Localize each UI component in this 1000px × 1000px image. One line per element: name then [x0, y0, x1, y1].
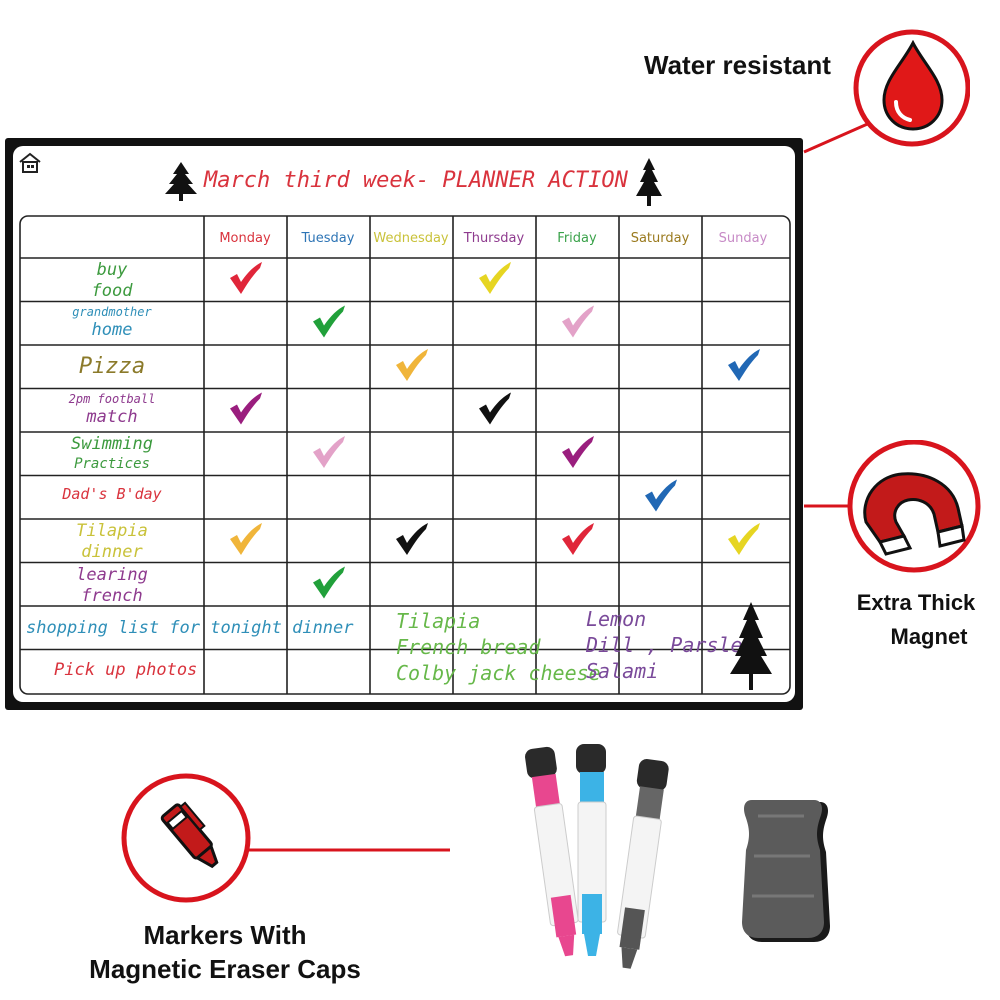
grey-marker: [617, 759, 669, 969]
check-mark: [562, 305, 594, 338]
row-label-line: home: [91, 319, 133, 340]
tree-icon: [728, 600, 774, 692]
markers-label-line1: Markers With: [143, 920, 307, 950]
row-label-line: match: [86, 406, 138, 427]
blue-marker: [576, 744, 607, 956]
row-label-line: dinner: [81, 542, 143, 562]
day-header-friday: Friday: [557, 231, 597, 246]
eraser-illustration: [742, 800, 830, 942]
list-item: Dill , Parsley: [586, 633, 755, 657]
check-mark: [396, 523, 428, 555]
row-label: Pizza: [78, 354, 146, 379]
marker-pens-illustration: [525, 744, 669, 969]
check-mark: [313, 566, 345, 599]
row-label-line: food: [91, 281, 133, 301]
check-mark: [230, 392, 262, 425]
check-mark: [728, 523, 760, 555]
pickup-label: Pick up photos: [54, 660, 198, 680]
check-mark: [728, 349, 760, 381]
row-label-line: 2pm football: [68, 391, 156, 406]
magnet-icon: [862, 470, 966, 558]
magnet-label-line1: Extra Thick: [856, 590, 976, 615]
shopping-list-purple: Lemon Dill , Parsley Salami: [586, 606, 755, 684]
list-item: Salami: [586, 659, 659, 683]
row-label-line: grandmother: [72, 304, 152, 319]
markers-label: Markers With Magnetic Eraser Caps: [40, 918, 410, 986]
check-mark: [313, 436, 345, 468]
shopping-list-green: Tilapia French bread Colby jack cheese: [396, 608, 601, 686]
tree-icon: [163, 160, 199, 202]
row-label-line: learing: [76, 564, 148, 585]
markers-label-line2: Magnetic Eraser Caps: [89, 954, 361, 984]
check-mark: [396, 349, 428, 381]
row-label-line: Practices: [74, 456, 150, 472]
list-item: Colby jack cheese: [396, 661, 601, 685]
marker-icon: [150, 790, 240, 880]
day-header-saturday: Saturday: [630, 231, 690, 246]
row-label-line: Swimming: [71, 434, 153, 454]
check-mark: [313, 305, 345, 338]
water-resistant-label: Water resistant: [644, 50, 831, 80]
list-item: Lemon: [586, 607, 647, 631]
list-item: French bread: [396, 635, 541, 659]
check-mark: [230, 523, 262, 555]
check-mark: [562, 436, 594, 468]
day-header-tuesday: Tuesday: [301, 231, 355, 246]
magnet-label: Extra Thick Magnet: [836, 586, 996, 654]
check-mark: [230, 262, 262, 294]
magnet-label-line2: Magnet: [890, 624, 968, 649]
shopping-list-label: shopping list for tonight dinner: [26, 618, 354, 638]
row-label: Dad's B'day: [62, 484, 162, 503]
planner-title: March third week- PLANNER ACTION: [204, 168, 628, 193]
day-header-sunday: Sunday: [718, 231, 768, 246]
row-label-line: Tilapia: [76, 521, 148, 541]
water-drop-icon: [880, 40, 946, 132]
check-mark: [479, 392, 511, 425]
day-header-monday: Monday: [219, 231, 271, 246]
planner-board: [13, 146, 795, 702]
day-header-wednesday: Wednesday: [373, 231, 449, 246]
row-label-line: french: [81, 585, 143, 606]
day-header-thursday: Thursday: [463, 231, 525, 246]
row-label-line: buy: [96, 260, 128, 280]
check-mark: [562, 523, 594, 555]
check-mark: [479, 262, 511, 294]
check-mark: [645, 479, 677, 512]
house-icon: [18, 152, 42, 174]
list-item: Tilapia: [396, 609, 481, 633]
pink-marker: [525, 746, 579, 957]
tree-icon: [634, 156, 664, 208]
